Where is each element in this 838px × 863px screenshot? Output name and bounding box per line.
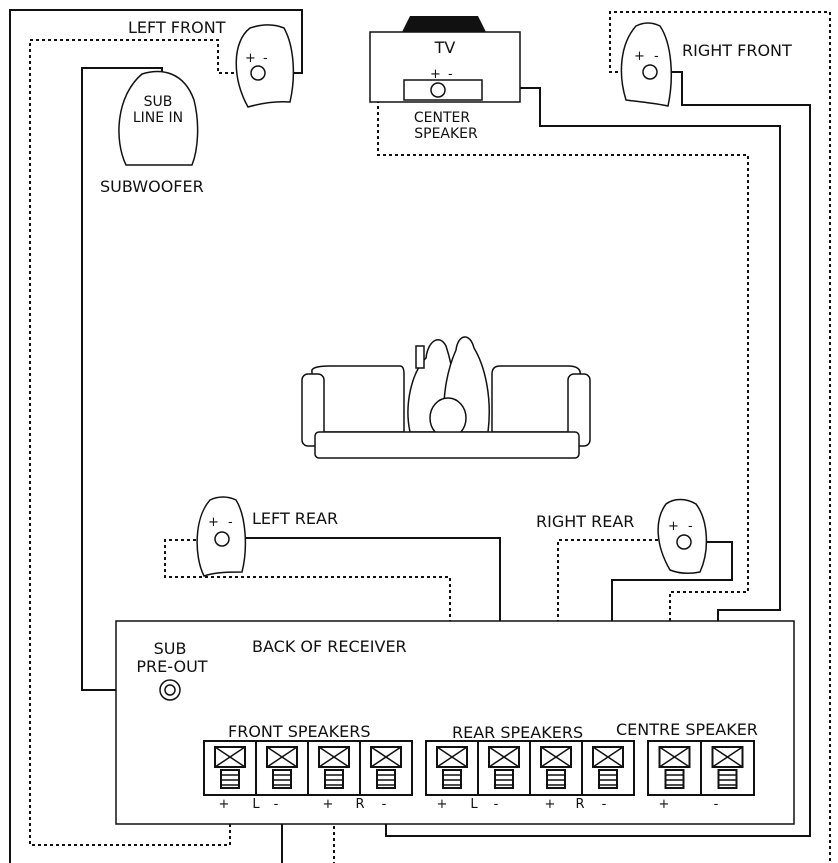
center-label-2: SPEAKER: [414, 126, 478, 142]
left-front-speaker: + - LEFT FRONT: [128, 18, 295, 108]
left-front-label: LEFT FRONT: [128, 18, 226, 37]
right-front-speaker: + - RIGHT FRONT: [620, 22, 792, 107]
terminal-clip: [214, 746, 246, 789]
wire-right-front-positive: [385, 71, 811, 837]
right-rear-minus: -: [688, 519, 693, 534]
wire-right-front-negative: [609, 11, 831, 863]
polarity-mark: -: [602, 797, 607, 812]
polarity-mark: L: [470, 797, 478, 812]
terminal-clip: [307, 741, 350, 795]
terminal-clip: [529, 741, 572, 795]
subwoofer-input-label-1: SUB: [144, 94, 173, 110]
left-rear-speaker-terminal: [214, 531, 230, 547]
polarity-mark: L: [252, 797, 260, 812]
polarity-mark: R: [575, 797, 584, 812]
terminal-clip: [255, 741, 298, 795]
right-front-plus: +: [634, 49, 645, 64]
right-rear-speaker-terminal: [676, 534, 692, 550]
left-front-minus: -: [263, 51, 268, 66]
polarity-mark: +: [219, 797, 230, 812]
center-minus: -: [448, 67, 453, 82]
subwoofer-input-label-2: LINE IN: [133, 110, 183, 126]
center-speaker: + - CENTER SPEAKER: [403, 67, 483, 142]
terminal-blocks: [203, 740, 755, 796]
tv-label: TV: [434, 38, 456, 57]
tv-stand: [402, 16, 486, 32]
right-front-label: RIGHT FRONT: [682, 41, 792, 60]
sofa-back-left: [311, 365, 405, 433]
centre-speaker-label: CENTRE SPEAKER: [616, 720, 758, 739]
remote-control: [415, 345, 425, 369]
left-rear-plus: +: [208, 515, 219, 530]
receiver-title: BACK OF RECEIVER: [252, 637, 407, 656]
left-front-speaker-body: [235, 24, 295, 108]
subwoofer-body: [118, 70, 199, 166]
terminal-clip: [359, 741, 402, 795]
sofa-arm-left: [301, 373, 325, 447]
wire-center-positive: [450, 87, 781, 747]
left-rear-minus: -: [228, 515, 233, 530]
right-rear-speaker: + - RIGHT REAR: [536, 498, 708, 575]
terminal-clip: [477, 741, 520, 795]
right-front-minus: -: [654, 49, 659, 64]
left-front-speaker-terminal: [250, 65, 266, 81]
polarity-mark: -: [382, 797, 387, 812]
polarity-mark: +: [659, 797, 670, 812]
wire-right-rear-negative: [557, 539, 670, 747]
front-speakers-label: FRONT SPEAKERS: [228, 722, 370, 741]
terminal-clip: [436, 746, 468, 789]
polarity-mark: +: [323, 797, 334, 812]
subwoofer-label: SUBWOOFER: [100, 177, 204, 196]
polarity-mark: -: [714, 797, 719, 812]
wire-left-front-negative: [29, 39, 258, 846]
center-plus: +: [430, 67, 441, 82]
terminal-clip: [658, 746, 691, 789]
receiver-back-panel: BACK OF RECEIVER SUB PRE-OUT FRONT SPEAK…: [115, 620, 795, 825]
sub-pre-out-label-2: PRE-OUT: [136, 657, 207, 676]
polarity-mark: +: [437, 797, 448, 812]
terminal-clip: [581, 741, 624, 795]
right-rear-plus: +: [668, 519, 679, 534]
terminal-clip: [700, 741, 744, 795]
right-front-speaker-terminal: [642, 64, 658, 80]
sofa-back-right: [491, 365, 581, 433]
polarity-mark: +: [545, 797, 556, 812]
rear-speakers-label: REAR SPEAKERS: [452, 723, 583, 742]
left-front-plus: +: [245, 51, 256, 66]
subwoofer: SUB LINE IN SUBWOOFER: [100, 70, 204, 196]
right-front-speaker-body: [620, 22, 672, 107]
center-label-1: CENTER: [414, 110, 470, 126]
sub-pre-out-jack-inner: [164, 684, 176, 696]
right-rear-label: RIGHT REAR: [536, 512, 634, 531]
left-rear-speaker: + - LEFT REAR: [196, 496, 338, 577]
polarity-mark: R: [355, 797, 364, 812]
terminal-polarity-marks: +L-+R-+L-+R-+-: [219, 797, 719, 812]
sofa-with-viewers: [301, 336, 591, 459]
sofa-seat: [314, 431, 580, 459]
left-rear-label: LEFT REAR: [252, 509, 338, 528]
polarity-mark: -: [494, 797, 499, 812]
polarity-mark: -: [274, 797, 279, 812]
center-speaker-terminal: [430, 82, 446, 98]
sub-pre-out-label-1: SUB: [154, 639, 187, 658]
